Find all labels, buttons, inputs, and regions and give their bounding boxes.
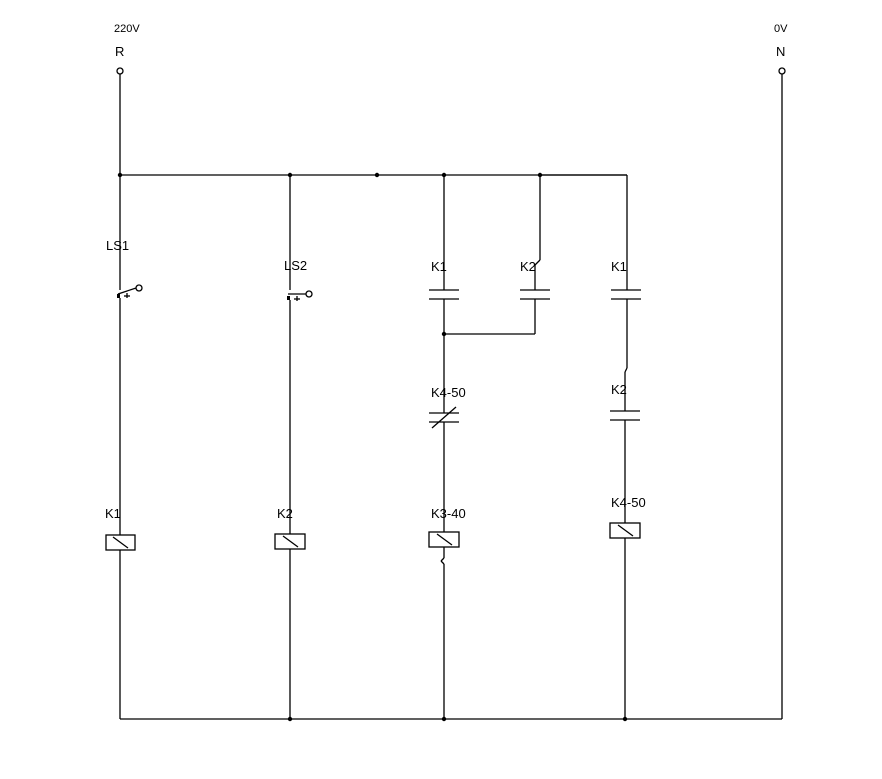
rung-4: K1 K2 K4-50 <box>540 174 646 719</box>
left-terminal-label: R <box>115 44 124 59</box>
k2-contact-label-rung3: K2 <box>520 259 536 274</box>
k1-no-contact-rung4 <box>611 289 641 300</box>
k2-no-contact-rung3 <box>520 289 550 300</box>
left-rail <box>119 74 627 176</box>
rung-2: LS2 K2 <box>274 175 313 719</box>
k1-contact-label-rung3: K1 <box>431 259 447 274</box>
right-supply-voltage: 0V <box>774 23 788 35</box>
k2-coil-label: K2 <box>277 506 293 521</box>
k3-coil-label: K3-40 <box>431 506 466 521</box>
k1-coil-label: K1 <box>105 506 121 521</box>
k1-no-contact-rung3 <box>429 289 459 300</box>
right-terminal-symbol <box>778 67 786 75</box>
ls2-label: LS2 <box>284 258 307 273</box>
k4-nc-contact-label: K4-50 <box>431 385 466 400</box>
k2-contact-label-rung4: K2 <box>611 382 627 397</box>
limit-switch-ls2 <box>287 283 313 305</box>
k4-coil-label: K4-50 <box>611 495 646 510</box>
left-supply-voltage: 220V <box>114 23 140 35</box>
k1-contact-label-rung4: K1 <box>611 259 627 274</box>
right-terminal-label: N <box>776 44 785 59</box>
left-terminal-symbol <box>116 67 124 75</box>
junction-dot <box>374 172 380 178</box>
ls1-label: LS1 <box>106 238 129 253</box>
limit-switch-ls1 <box>117 283 143 303</box>
rung-1: LS1 K1 <box>105 175 143 719</box>
rung-3: K1 K2 K4-50 K3-40 <box>428 175 550 719</box>
k2-no-contact-rung4 <box>610 410 640 421</box>
